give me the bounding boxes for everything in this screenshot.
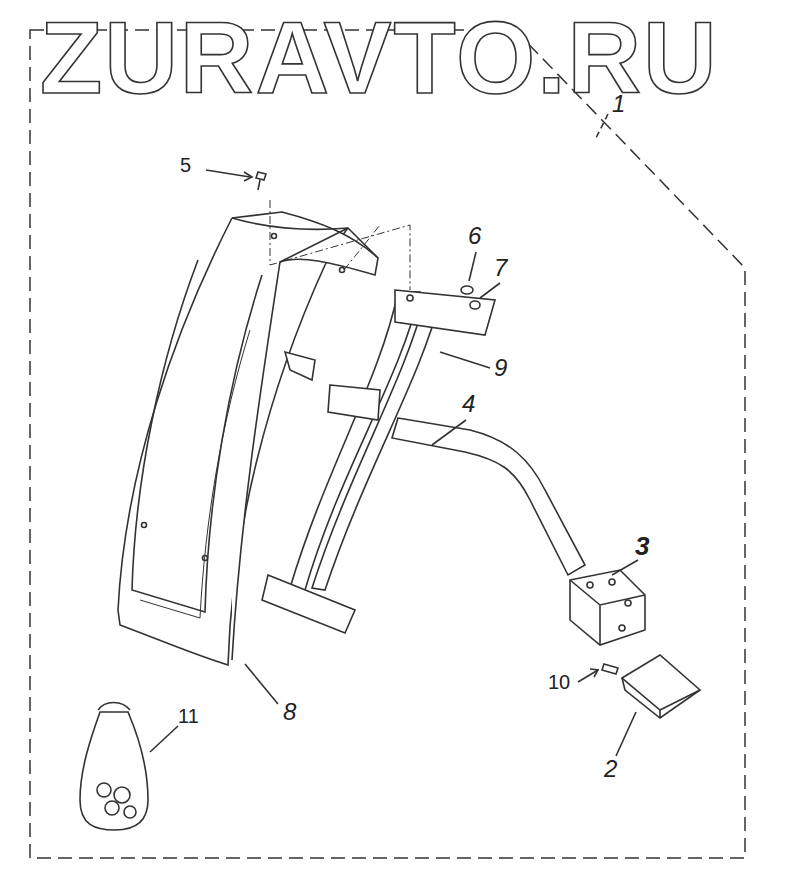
callout-number: 4 — [462, 392, 475, 416]
callout-number: 2 — [604, 757, 617, 781]
callout-number: 1 — [612, 92, 625, 116]
callout-number: 8 — [283, 700, 296, 724]
callout-number: 7 — [494, 256, 507, 280]
callout-number: 5 — [180, 155, 191, 175]
callout-number: 6 — [468, 224, 481, 248]
callout-number: 9 — [494, 356, 507, 380]
callout-number: 3 — [635, 533, 649, 559]
callout-number: 10 — [548, 672, 570, 692]
callout-number: 11 — [178, 706, 199, 726]
